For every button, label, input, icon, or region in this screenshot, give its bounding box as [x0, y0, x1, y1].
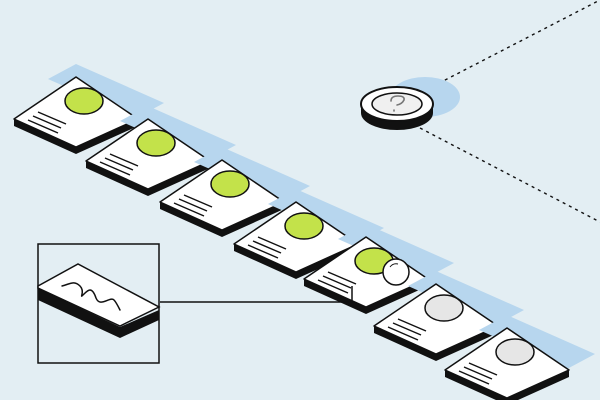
step-card[interactable] — [159, 147, 310, 237]
detail-card-top — [37, 263, 161, 327]
signature-icon — [61, 282, 121, 311]
card-side — [445, 370, 569, 400]
status-circle — [495, 338, 535, 366]
status-circle — [284, 212, 324, 240]
step-card[interactable] — [85, 106, 236, 196]
step-card[interactable] — [373, 271, 524, 361]
question-coin[interactable] — [360, 77, 460, 130]
status-circle — [136, 129, 176, 157]
dashed-connectors — [419, 0, 600, 223]
ball-highlight — [389, 263, 399, 268]
progress-marker-ball — [382, 258, 410, 286]
detail-card-side — [38, 288, 159, 338]
dashed-line-upper — [419, 0, 600, 94]
detail-inset — [37, 243, 161, 364]
step-card[interactable] — [303, 224, 454, 314]
detail-connector — [160, 286, 353, 303]
dashed-line-lower — [419, 127, 600, 223]
step-card[interactable] — [13, 64, 164, 154]
question-mark-icon — [390, 95, 405, 112]
status-circle — [64, 87, 104, 115]
step-card[interactable] — [444, 315, 595, 400]
status-circle — [210, 170, 250, 198]
coin-inner-ring — [371, 92, 423, 116]
status-circle — [424, 294, 464, 322]
step-cards — [13, 64, 595, 400]
